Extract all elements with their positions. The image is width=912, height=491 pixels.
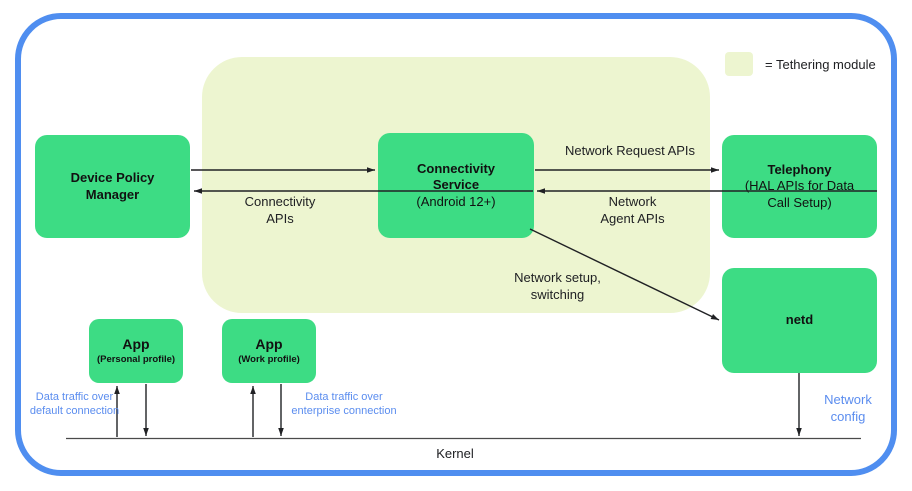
node-title-line2: Service: [432, 177, 480, 193]
edge-label-data-traffic-default: Data traffic over default connection: [29, 391, 120, 418]
legend: = Tethering module: [725, 52, 876, 76]
edge-label-network-config: Network config: [824, 392, 872, 424]
legend-swatch-tethering: [725, 52, 753, 76]
node-title: Telephony: [767, 161, 832, 177]
edge-label-network-setup-switching: Network setup, switching: [514, 270, 601, 302]
edge-label-network-agent-apis: Network Agent APIs: [600, 194, 665, 226]
node-subtitle: (Android 12+): [416, 193, 496, 209]
device-boundary-frame: [15, 13, 897, 476]
node-title: App: [255, 335, 283, 352]
node-subtitle: (HAL APIs for Data: [744, 178, 855, 194]
node-title: Connectivity: [416, 160, 495, 176]
node-title: App: [122, 335, 150, 352]
node-title: Device Policy: [70, 169, 155, 185]
edge-label-network-request-apis: Network Request APIs: [564, 143, 696, 158]
legend-label-tethering: = Tethering module: [765, 56, 876, 72]
node-telephony[interactable]: Telephony (HAL APIs for Data Call Setup): [722, 135, 877, 238]
node-connectivity-service[interactable]: Connectivity Service (Android 12+): [378, 133, 534, 238]
node-title-line2: Manager: [85, 186, 140, 202]
edge-label-connectivity-apis: Connectivity APIs: [244, 194, 316, 226]
node-app-personal-profile[interactable]: App (Personal profile): [89, 319, 183, 383]
edge-label-data-traffic-enterprise: Data traffic over enterprise connection: [291, 391, 397, 418]
node-app-work-profile[interactable]: App (Work profile): [222, 319, 316, 383]
kernel-label: Kernel: [436, 446, 474, 461]
node-subtitle-line2: Call Setup): [767, 194, 832, 210]
node-title: netd: [785, 312, 814, 328]
node-subtitle: (Personal profile): [96, 353, 176, 365]
node-netd[interactable]: netd: [722, 268, 877, 373]
node-subtitle: (Work profile): [238, 353, 300, 365]
node-device-policy-manager[interactable]: Device Policy Manager: [35, 135, 190, 238]
